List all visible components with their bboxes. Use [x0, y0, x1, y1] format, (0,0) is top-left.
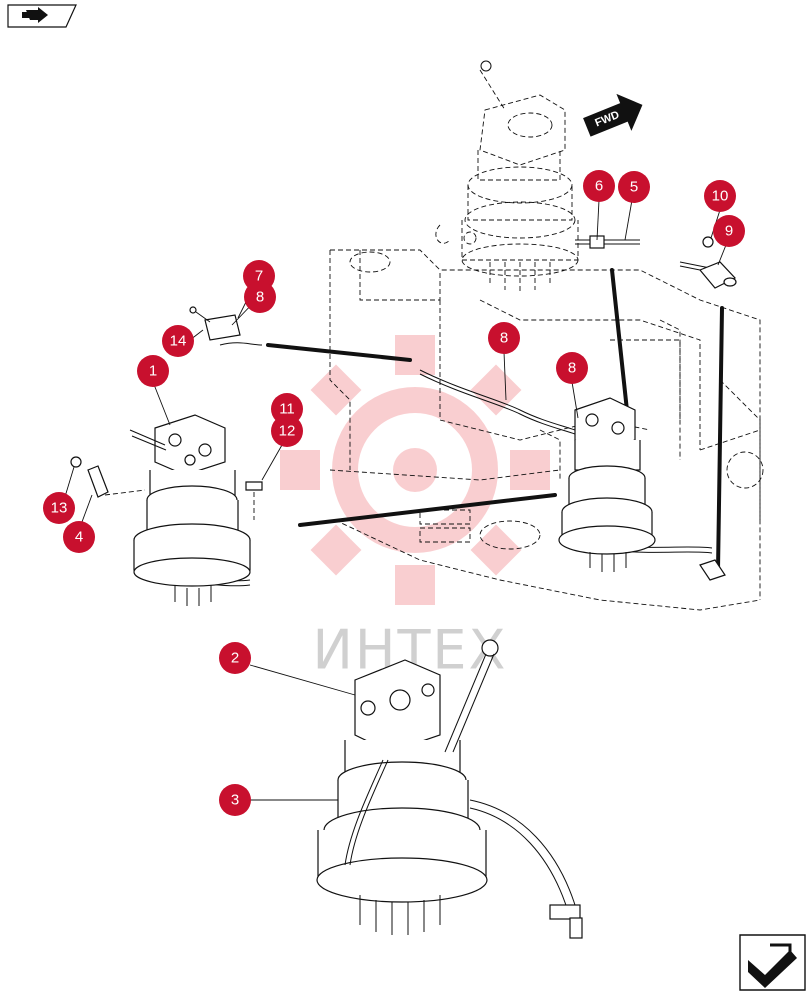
callout-14[interactable]: 14	[162, 325, 194, 357]
watermark-logo	[280, 335, 550, 605]
svg-text:3: 3	[231, 792, 239, 809]
callout-13[interactable]: 13	[43, 492, 75, 524]
callout-2[interactable]: 2	[219, 642, 251, 674]
callout-1[interactable]: 1	[137, 355, 169, 387]
svg-text:8: 8	[568, 360, 576, 377]
svg-text:9: 9	[725, 223, 733, 240]
svg-text:2: 2	[231, 650, 239, 667]
callout-8b[interactable]: 8	[488, 322, 520, 354]
upper-frame-structure	[329, 249, 764, 611]
nav-back-arrow-icon[interactable]	[7, 4, 77, 28]
swing-motor-detail	[316, 639, 583, 939]
svg-text:7: 7	[255, 268, 263, 285]
callout-3[interactable]: 3	[219, 784, 251, 816]
callout-markers: 1 2 3 4 5 6 7 8 8 8 9 10 11 12 13 14	[43, 170, 745, 816]
svg-text:4: 4	[75, 529, 83, 546]
callout-9[interactable]: 9	[713, 215, 745, 247]
svg-text:8: 8	[500, 330, 508, 347]
swing-motor-installed	[558, 397, 656, 572]
svg-text:5: 5	[630, 179, 638, 196]
fitting-assembly-right	[589, 235, 737, 581]
forward-direction-arrow: FWD	[583, 93, 643, 137]
callout-11[interactable]: 11	[271, 393, 303, 425]
svg-text:13: 13	[51, 500, 68, 517]
svg-text:12: 12	[279, 423, 296, 440]
svg-text:10: 10	[712, 188, 729, 205]
small-parts-left	[70, 456, 263, 520]
callout-10[interactable]: 10	[704, 180, 736, 212]
callout-4[interactable]: 4	[63, 521, 95, 553]
gear-logo-icon	[280, 335, 550, 605]
callout-5[interactable]: 5	[618, 171, 650, 203]
callout-12[interactable]: 12	[271, 415, 303, 447]
svg-text:14: 14	[170, 333, 187, 350]
svg-text:6: 6	[595, 178, 603, 195]
svg-text:1: 1	[149, 363, 157, 380]
callout-8c[interactable]: 8	[556, 352, 588, 384]
swing-motor-left	[129, 414, 251, 606]
svg-text:8: 8	[256, 289, 264, 306]
fitting-assembly-left	[189, 306, 263, 346]
swing-motor-top	[435, 60, 579, 292]
page-navigation-icon[interactable]	[739, 934, 806, 991]
callout-6[interactable]: 6	[583, 170, 615, 202]
callout-8a[interactable]: 8	[244, 281, 276, 313]
svg-text:11: 11	[279, 401, 295, 418]
